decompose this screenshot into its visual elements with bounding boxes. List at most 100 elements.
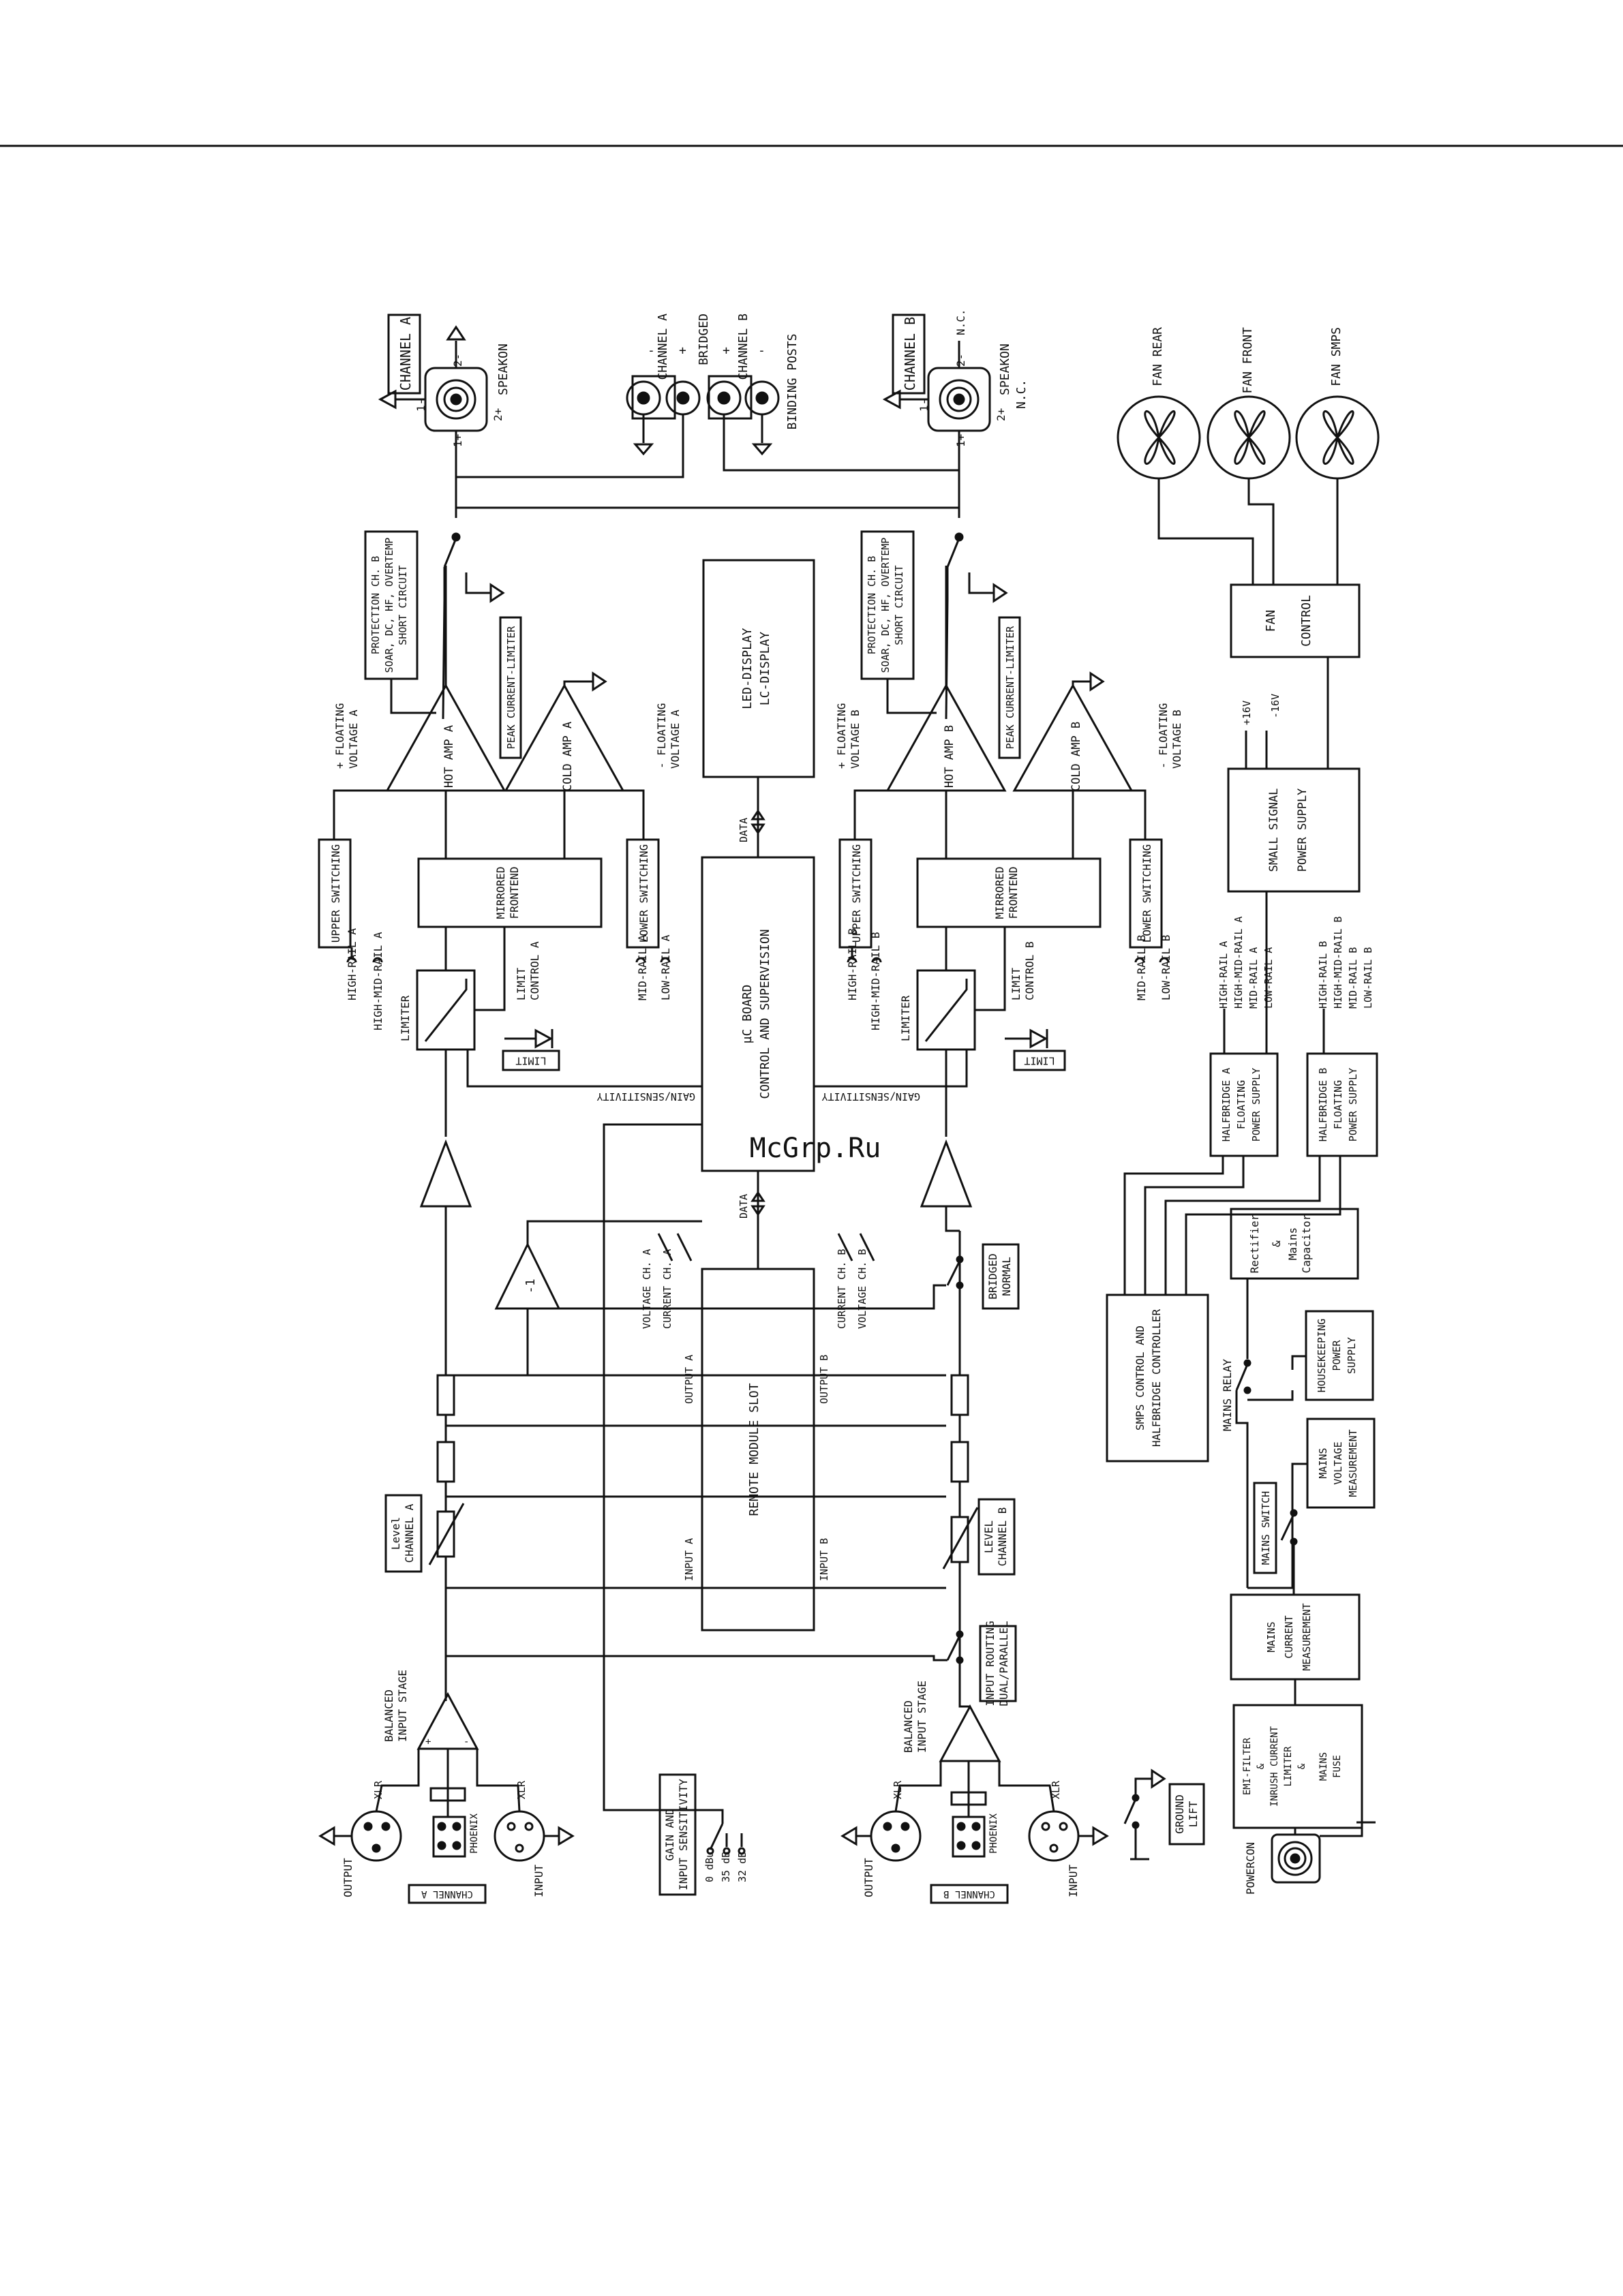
housekeeping-label: POWER: [1331, 1339, 1343, 1371]
fan-label: FAN SMPS: [1329, 327, 1344, 386]
fan-control-label: FAN: [1264, 610, 1278, 632]
led-icon: [1029, 1028, 1048, 1049]
pot-arrow: [942, 1507, 979, 1570]
channel-a-amp: PROTECTION CH. B SOAR, DC, HF, OVERTEMP …: [318, 530, 702, 1375]
sense-line: [859, 1233, 875, 1261]
wire: [1247, 478, 1275, 585]
node: [956, 1281, 964, 1289]
sense-line: [676, 1233, 693, 1261]
switch-contact: [946, 1260, 961, 1286]
level-b-box: [977, 1498, 1016, 1576]
xlr-output-a-icon: [350, 1810, 402, 1862]
switch-node: [738, 1847, 746, 1855]
limiter-curve: [924, 979, 968, 1042]
fan-control-box: [1230, 583, 1361, 658]
inverter-triangle: [494, 1242, 561, 1310]
resistor: [436, 1441, 455, 1483]
node: [954, 532, 964, 542]
phoenix-a-box: [432, 1816, 466, 1858]
nc-label: N.C.: [954, 309, 967, 335]
gain-step: 32 dB: [736, 1852, 748, 1882]
limiter-curve: [424, 979, 468, 1042]
peak-label: PEAK CURRENT-LIMITER: [505, 626, 517, 750]
channel-tag-label: CHANNEL A: [421, 1888, 473, 1899]
limit-label: LIMIT: [1024, 1055, 1055, 1067]
switching-label: UPPER SWITCHING: [850, 844, 863, 943]
rail-voltage: -16V: [1269, 694, 1281, 718]
protection-label: SOAR, DC, HF, OVERTEMP: [383, 538, 395, 673]
binding-posts-label: BINDING POSTS: [785, 334, 800, 430]
wire: [853, 789, 888, 840]
potentiometer: [950, 1516, 969, 1563]
sense-line: [837, 1233, 853, 1261]
emi-label: MAINS: [1318, 1752, 1329, 1781]
halfbridge-label: HALFBRIDGE B: [1317, 1068, 1329, 1142]
pin-label: 1-: [414, 399, 427, 412]
channel-b-label: CHANNEL B: [902, 317, 918, 391]
fan-control-label: CONTROL: [1299, 595, 1314, 647]
psu-rail-label: LOW-RAIL B: [1362, 947, 1374, 1009]
channel-b-amp: PROTECTION CH. B SOAR, DC, HF, OVERTEMP …: [528, 530, 1183, 1310]
wire: [998, 1761, 1055, 1812]
switching-label: LOWER SWITCHING: [1140, 844, 1153, 943]
sense-line: [657, 1233, 673, 1261]
balanced-input-b-triangle: [939, 1704, 1001, 1762]
pin-label: 2+: [995, 408, 1007, 421]
rail-label: HIGH-MID-RAIL A: [371, 932, 384, 1030]
wire: [1320, 1822, 1363, 1837]
ground-arrow: [558, 1826, 575, 1846]
wire: [563, 680, 593, 686]
wire: [390, 679, 436, 714]
speakon-a-pin: [450, 393, 462, 405]
fan-blades: [1144, 410, 1176, 465]
remote-slot-label: REMOTE MODULE SLOT: [747, 1383, 761, 1516]
powercon-icon: [1277, 1841, 1313, 1876]
floating-label: VOLTAGE B: [1170, 709, 1183, 769]
binding-post-core: [676, 391, 690, 405]
ground-arrow: [318, 1826, 335, 1846]
wire: [886, 679, 937, 714]
smps-label: HALFBRIDGE CONTROLLER: [1150, 1308, 1163, 1447]
ground-lift-box: [1168, 1783, 1205, 1846]
channel-b-box: [892, 313, 926, 395]
housekeeping-label: SUPPLY: [1346, 1337, 1358, 1374]
gain-step: 35 dB: [720, 1852, 732, 1882]
rail-connectors: [346, 957, 671, 963]
resistor: [950, 1374, 969, 1416]
smps-controller-box: [1106, 1294, 1209, 1463]
pin-label: 2-: [451, 354, 464, 367]
speakon-label: SPEAKON: [496, 343, 511, 395]
rectifier-label: &: [1270, 1240, 1283, 1247]
pin-label: 1+: [451, 434, 464, 447]
arrow-down-icon: [750, 823, 765, 835]
balanced-label: INPUT STAGE: [915, 1681, 928, 1753]
ground-arrow: [882, 389, 901, 410]
speakon-label: SPEAKON: [998, 343, 1012, 395]
xlr-input-a-icon: [494, 1810, 545, 1862]
arrow-up-icon: [750, 809, 765, 821]
ground-arrow: [378, 389, 397, 410]
fan-label: FAN FRONT: [1241, 327, 1255, 394]
node: [1290, 1509, 1298, 1517]
protection-label: PROTECTION CH. B: [369, 556, 382, 655]
switch-contact: [946, 1635, 961, 1661]
slot-label: OUTPUT B: [818, 1355, 830, 1404]
powercon-label: POWERCON: [1244, 1842, 1257, 1895]
switch-node: [706, 1847, 714, 1855]
speakon-a-ring: [436, 379, 476, 420]
pin-label: 2-: [954, 354, 967, 367]
slot-label: INPUT A: [683, 1538, 695, 1581]
limit-b-box: [1013, 1050, 1066, 1071]
gain-input-box: [658, 1773, 697, 1896]
node: [1243, 1386, 1252, 1394]
wire: [455, 414, 684, 478]
bridged-normal-box: [982, 1243, 1020, 1310]
inverter-label: -1: [524, 1279, 538, 1294]
wire: [814, 1050, 968, 1088]
wire: [623, 789, 645, 840]
potentiometer: [436, 1510, 455, 1558]
binding-post-core: [637, 391, 650, 405]
phoenix-cap: [429, 1787, 466, 1802]
level-a-box: [384, 1494, 423, 1573]
mirrored-frontend-a-box: [417, 857, 603, 928]
